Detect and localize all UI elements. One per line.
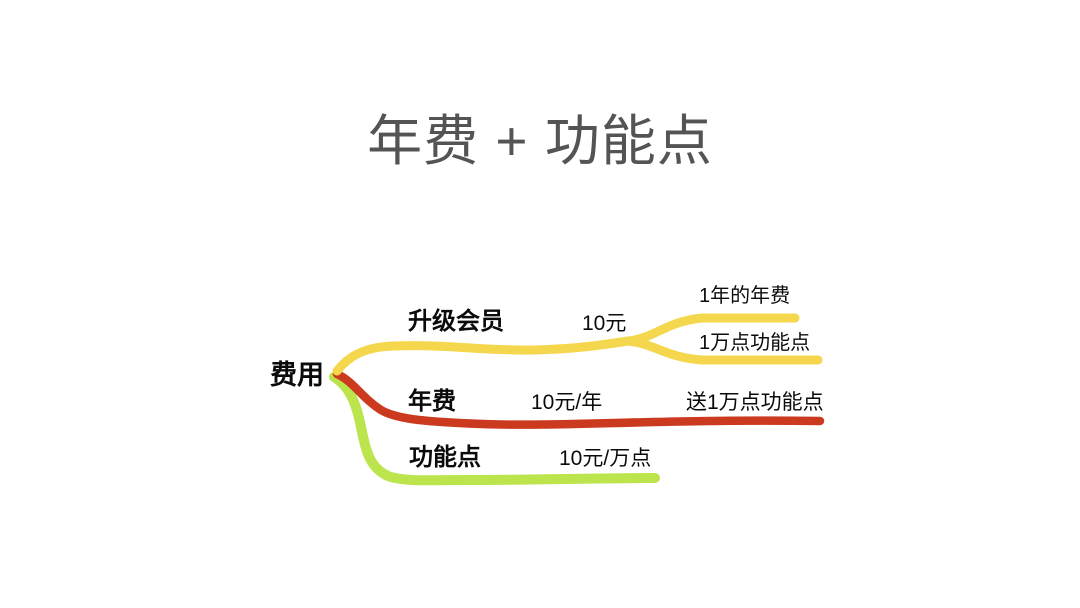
child-ten-thousand-function-points-label: 1万点功能点 — [699, 332, 811, 354]
branch-upgrade-fork-bottom-line — [623, 336, 823, 365]
root-node-label: 费用 — [270, 360, 324, 390]
branch-upgrade-member-line — [332, 336, 633, 376]
branch-function-points-line — [329, 372, 660, 486]
branch-annual-fee-label: 年费 — [408, 388, 456, 415]
child-one-year-annual-fee-label: 1年的年费 — [699, 285, 791, 307]
branch-function-points-value: 10元/万点 — [559, 447, 652, 470]
branch-upgrade-member-label: 升级会员 — [408, 308, 504, 335]
branch-annual-fee-line — [332, 369, 825, 429]
child-gift-function-points-label: 送1万点功能点 — [686, 391, 824, 414]
branch-annual-fee-value: 10元/年 — [531, 391, 603, 414]
branch-upgrade-member-value: 10元 — [582, 312, 627, 335]
branch-function-points-label: 功能点 — [409, 444, 481, 471]
page-title: 年费 + 功能点 — [367, 110, 713, 172]
